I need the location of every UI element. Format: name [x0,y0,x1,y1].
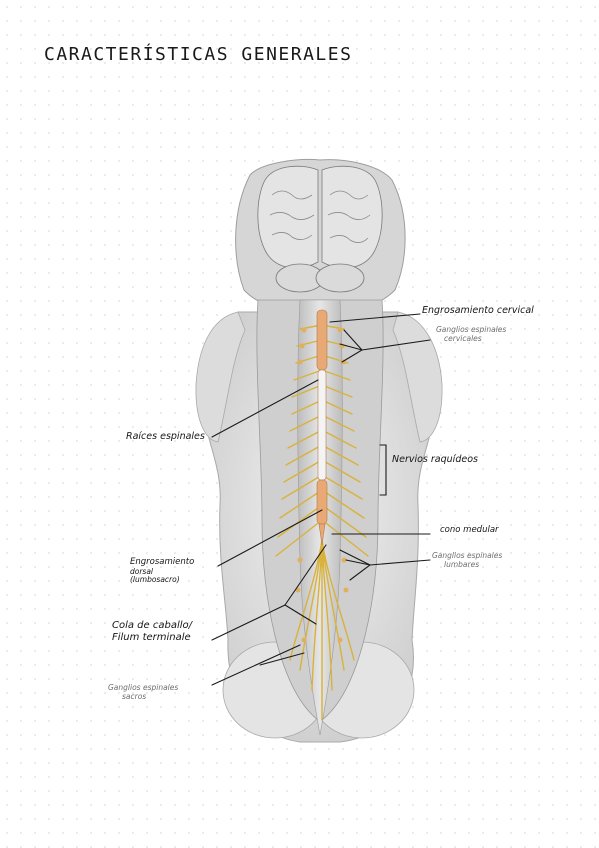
label-raices-espinales: Raíces espinales [126,431,205,442]
brain [257,165,383,293]
label-line: Cola de caballo/ [112,620,193,631]
label-line: Filum terminale [112,631,191,643]
spinal-nerves [275,324,369,721]
spinal-cord [316,309,328,546]
label-line: Ganglios espinales [432,551,503,560]
label-line: Ganglios espinales [436,325,507,334]
page-title: CARACTERÍSTICAS GENERALES [44,44,353,65]
label-engrosamiento-dorsal: Engrosamiento dorsal (lumbosacro) [130,557,195,585]
label-ganglios-espinales-lumbares: Ganglios espinales lumbares [432,551,503,569]
label-cola-de-caballo: Cola de caballo/ Filum terminale [112,620,192,643]
label-cono-medular: cono medular [440,525,499,535]
label-nervios-raquideos: Nervios raquídeos [392,454,478,465]
label-line: lumbares [444,559,480,569]
label-line: sacros [122,691,147,701]
label-line: Ganglios espinales [108,683,179,692]
spinal-ganglia [295,327,349,643]
label-line: cervicales [444,333,482,343]
label-ganglios-espinales-sacros: Ganglios espinales sacros [108,683,179,701]
label-line: Engrosamiento [130,557,195,567]
leader-lines [211,313,431,686]
label-engrosamiento-cervical: Engrosamiento cervical [422,305,534,316]
label-line: (lumbosacro) [130,575,180,585]
label-line: dorsal [130,566,154,576]
label-ganglios-espinales-cervicales: Ganglios espinales cervicales [436,325,507,343]
